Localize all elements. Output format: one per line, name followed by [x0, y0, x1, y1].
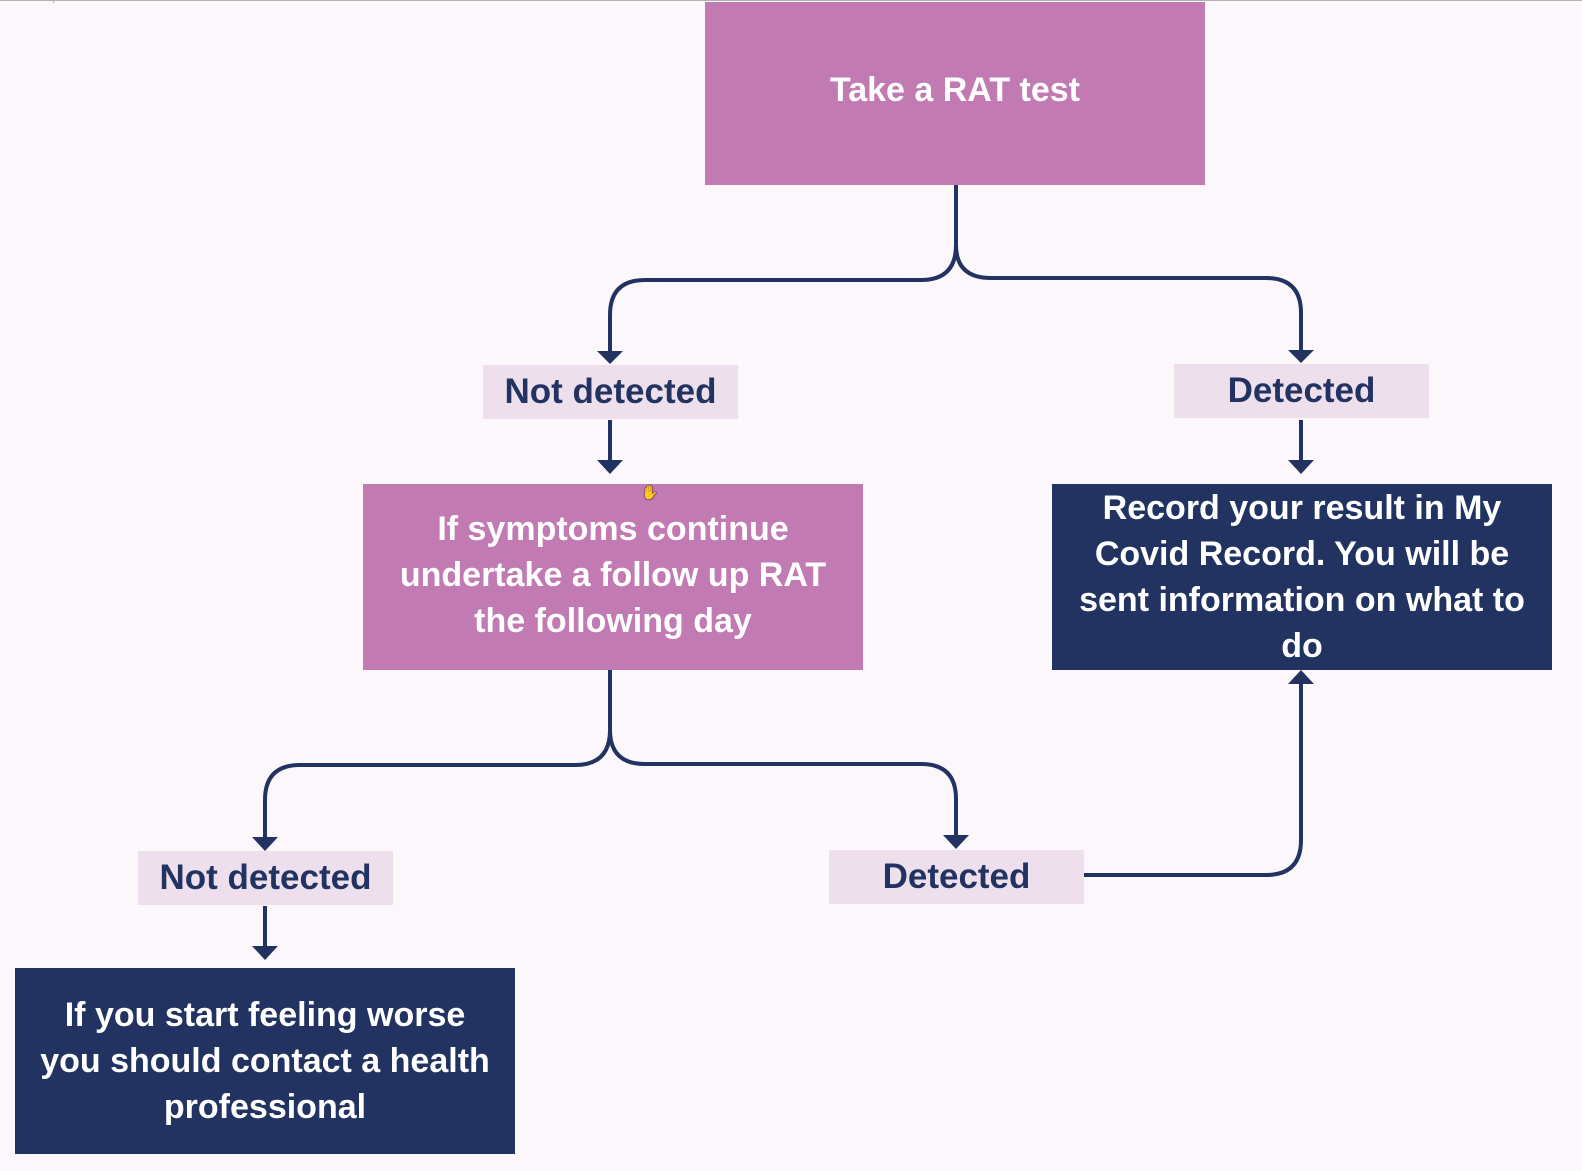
node-take-rat-test: Take a RAT test — [705, 2, 1205, 185]
label-detected-second: Detected — [829, 850, 1084, 904]
node-text: Record your result in My Covid Record. Y… — [1079, 489, 1525, 665]
window-top-border — [0, 0, 1582, 1]
label-text: Not detected — [159, 858, 372, 897]
arrowhead-icon — [597, 351, 623, 364]
label-not-detected-first: Not detected — [483, 365, 738, 419]
arrowhead-icon — [1288, 350, 1314, 363]
node-text: If you start feeling worse you should co… — [40, 996, 490, 1126]
label-text: Detected — [882, 857, 1031, 896]
edge-detected-2-to-record-result — [1084, 684, 1303, 877]
arrowhead-icon — [252, 946, 278, 960]
label-detected-first: Detected — [1174, 364, 1429, 418]
arrowhead-icon — [597, 460, 623, 474]
arrowhead-icon — [1288, 460, 1314, 474]
label-text: Detected — [1227, 371, 1376, 410]
label-not-detected-second: Not detected — [138, 851, 393, 905]
edge-start-to-detected-1 — [954, 244, 1303, 351]
node-text: Take a RAT test — [829, 70, 1081, 109]
node-text: If symptoms continue undertake a follow … — [399, 510, 827, 640]
edge-start-to-not-detected-1 — [608, 185, 958, 352]
edge-follow-up-to-detected-2 — [608, 729, 958, 836]
node-follow-up-rat: If symptoms continue undertake a follow … — [363, 484, 863, 670]
node-contact-health-professional: If you start feeling worse you should co… — [15, 968, 515, 1154]
arrowhead-icon — [1288, 670, 1314, 684]
label-text: Not detected — [504, 372, 717, 411]
arrowhead-icon — [252, 837, 278, 851]
hand-pointer-icon: ✋ — [641, 484, 659, 500]
window-top-border-tick — [53, 0, 54, 3]
node-record-result: Record your result in My Covid Record. Y… — [1052, 484, 1552, 670]
arrowhead-icon — [943, 835, 969, 849]
edge-follow-up-to-not-detected-2 — [263, 670, 612, 838]
